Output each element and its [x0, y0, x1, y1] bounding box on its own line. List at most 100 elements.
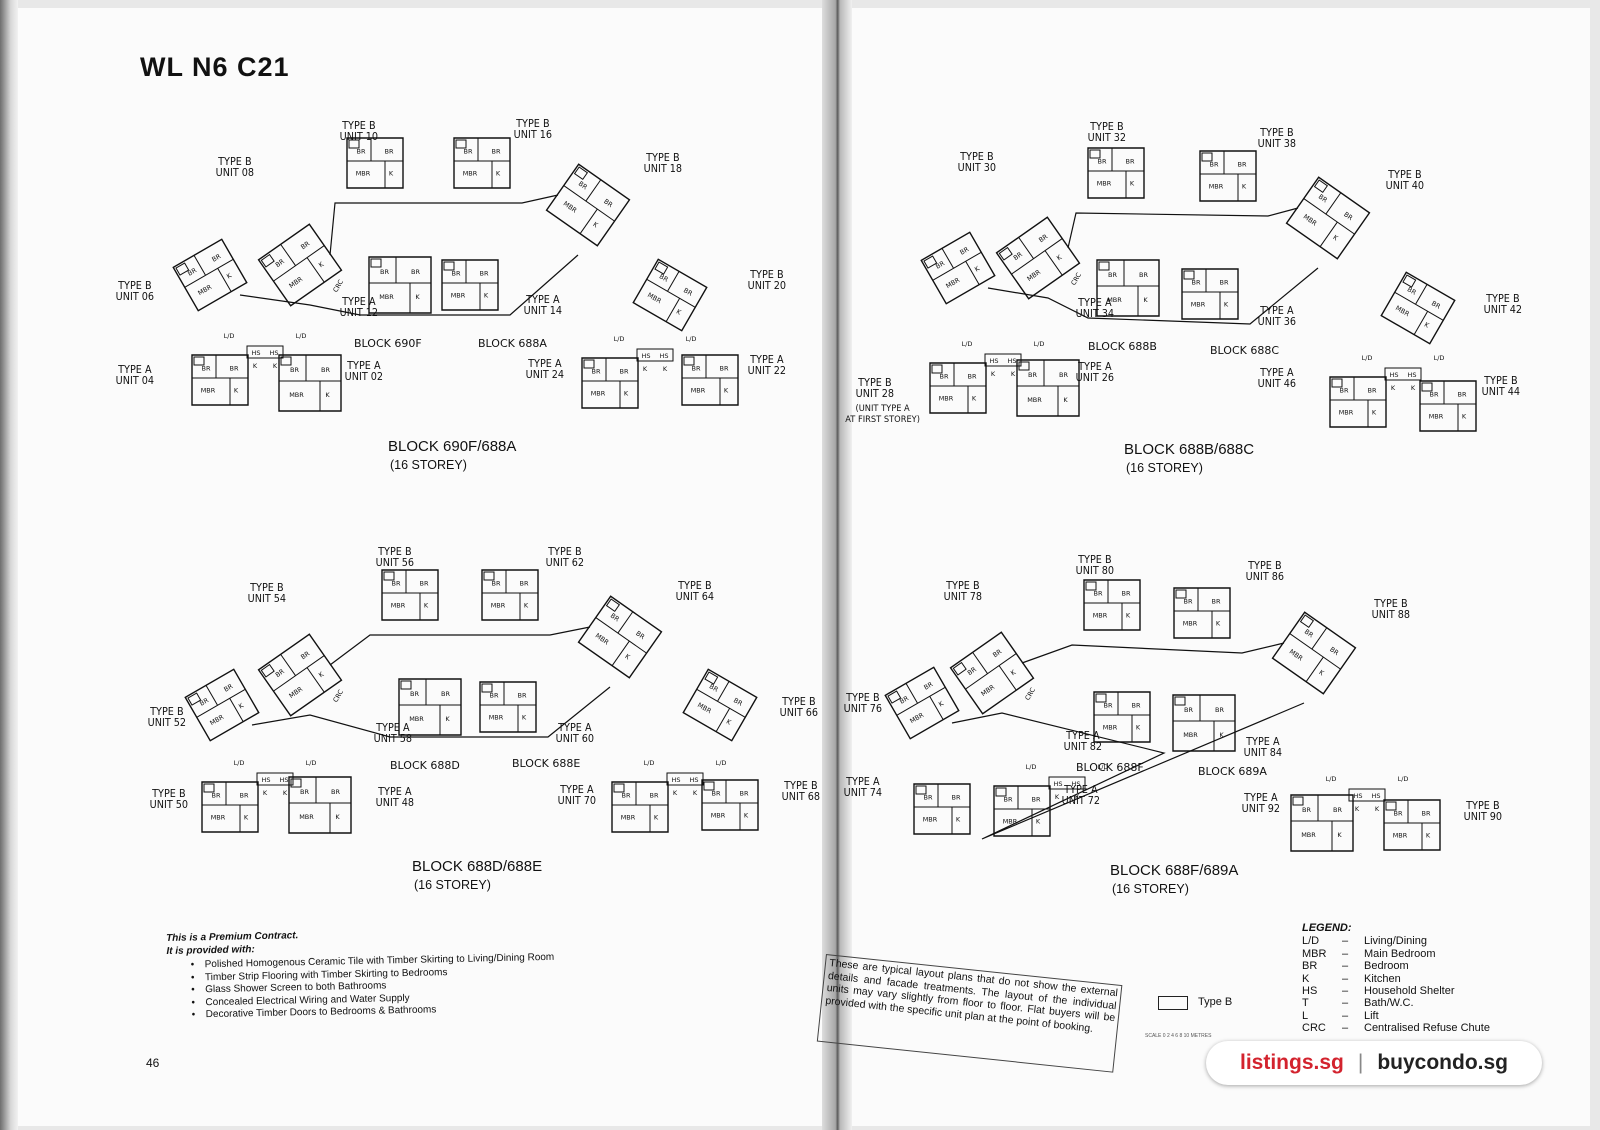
- fixture: [455, 139, 467, 149]
- room-label: BR: [940, 373, 949, 381]
- block-label: BLOCK 688E: [512, 757, 581, 770]
- wall: [646, 278, 696, 308]
- room-label: MBR: [562, 200, 579, 215]
- room-label: BR: [1184, 706, 1193, 714]
- room-label: K: [1224, 301, 1229, 309]
- fixture: [383, 571, 395, 581]
- fixture: [260, 253, 275, 268]
- room-label: BR: [1220, 279, 1229, 287]
- room-label: L/D: [1398, 775, 1409, 783]
- legend-row: MBR–Main Bedroom: [1302, 947, 1436, 960]
- unit-outline: [1290, 794, 1354, 852]
- room-label: BR: [1302, 806, 1311, 814]
- room-label: K: [424, 602, 429, 610]
- room-label: K: [991, 370, 996, 378]
- room-label: BR: [490, 692, 499, 700]
- room-label: K: [956, 816, 961, 824]
- room-label: BR: [1094, 590, 1103, 598]
- fixture: [683, 356, 695, 366]
- room-label: K: [335, 813, 340, 821]
- watermark-badge[interactable]: listings.sg | buycondo.sg: [1206, 1041, 1542, 1085]
- wall: [1413, 311, 1429, 335]
- fixture: [1183, 270, 1195, 280]
- room-label: L/D: [1026, 763, 1037, 771]
- watermark-buycondo[interactable]: buycondo.sg: [1377, 1051, 1508, 1074]
- room-label: L/D: [716, 759, 727, 767]
- fixture: [1292, 796, 1304, 806]
- room-label: K: [673, 789, 678, 797]
- unit-outline: [701, 779, 759, 831]
- unit-outline: [995, 216, 1081, 300]
- unit-outline: [481, 569, 539, 621]
- room-label: MBR: [1302, 213, 1319, 228]
- room-label: K: [744, 812, 749, 820]
- legend-row: BR–Bedroom: [1302, 960, 1409, 973]
- room-label: MBR: [489, 714, 504, 722]
- room-label: BR: [1317, 193, 1329, 205]
- unit-outline: [929, 362, 987, 414]
- room-label: BR: [1104, 702, 1113, 710]
- room-label: MBR: [1209, 183, 1224, 191]
- room-label: MBR: [1191, 301, 1206, 309]
- watermark-listings[interactable]: listings.sg: [1240, 1051, 1344, 1074]
- room-label: MBR: [939, 395, 954, 403]
- fixture: [1175, 589, 1187, 599]
- room-label: K: [1372, 409, 1377, 417]
- room-label: K: [1126, 612, 1131, 620]
- unit-outline: [1380, 271, 1456, 345]
- room-label: MBR: [1393, 832, 1408, 840]
- room-label: HS: [261, 776, 270, 784]
- room-label: HS: [1071, 780, 1080, 788]
- wall: [306, 257, 325, 283]
- unit-outline: [1181, 268, 1239, 320]
- room-label: K: [445, 715, 450, 723]
- room-label: BR: [968, 373, 977, 381]
- room-label: MBR: [696, 701, 713, 715]
- room-label: K: [693, 789, 698, 797]
- room-label: L/D: [614, 335, 625, 343]
- fixture: [400, 680, 412, 690]
- block-label: BLOCK 688A: [478, 337, 547, 350]
- unit-outline: [257, 223, 343, 307]
- wall: [579, 208, 598, 234]
- legend-row: T–Bath/W.C.: [1302, 997, 1414, 1010]
- unit-outline: [581, 357, 639, 409]
- room-label: BR: [1328, 645, 1340, 657]
- room-label: BR: [480, 270, 489, 278]
- block-title: BLOCK 688B/688C(16 STOREY): [1124, 441, 1255, 475]
- fixture: [952, 661, 967, 676]
- fixture: [443, 261, 455, 271]
- room-label: BR: [520, 580, 529, 588]
- unit-outline: [949, 631, 1035, 715]
- room-label: K: [1216, 620, 1221, 628]
- room-label: BR: [1342, 210, 1354, 222]
- room-label: MBR: [379, 293, 394, 301]
- room-label: BR: [1037, 232, 1049, 244]
- room-label: L/D: [224, 332, 235, 340]
- fixture: [573, 166, 589, 181]
- wall: [280, 244, 296, 266]
- fixture: [1313, 179, 1329, 194]
- room-label: BR: [299, 649, 311, 661]
- wall: [1011, 238, 1063, 275]
- room-label: HS: [659, 352, 668, 360]
- room-label: BR: [222, 682, 234, 694]
- unit-outline: [368, 256, 432, 314]
